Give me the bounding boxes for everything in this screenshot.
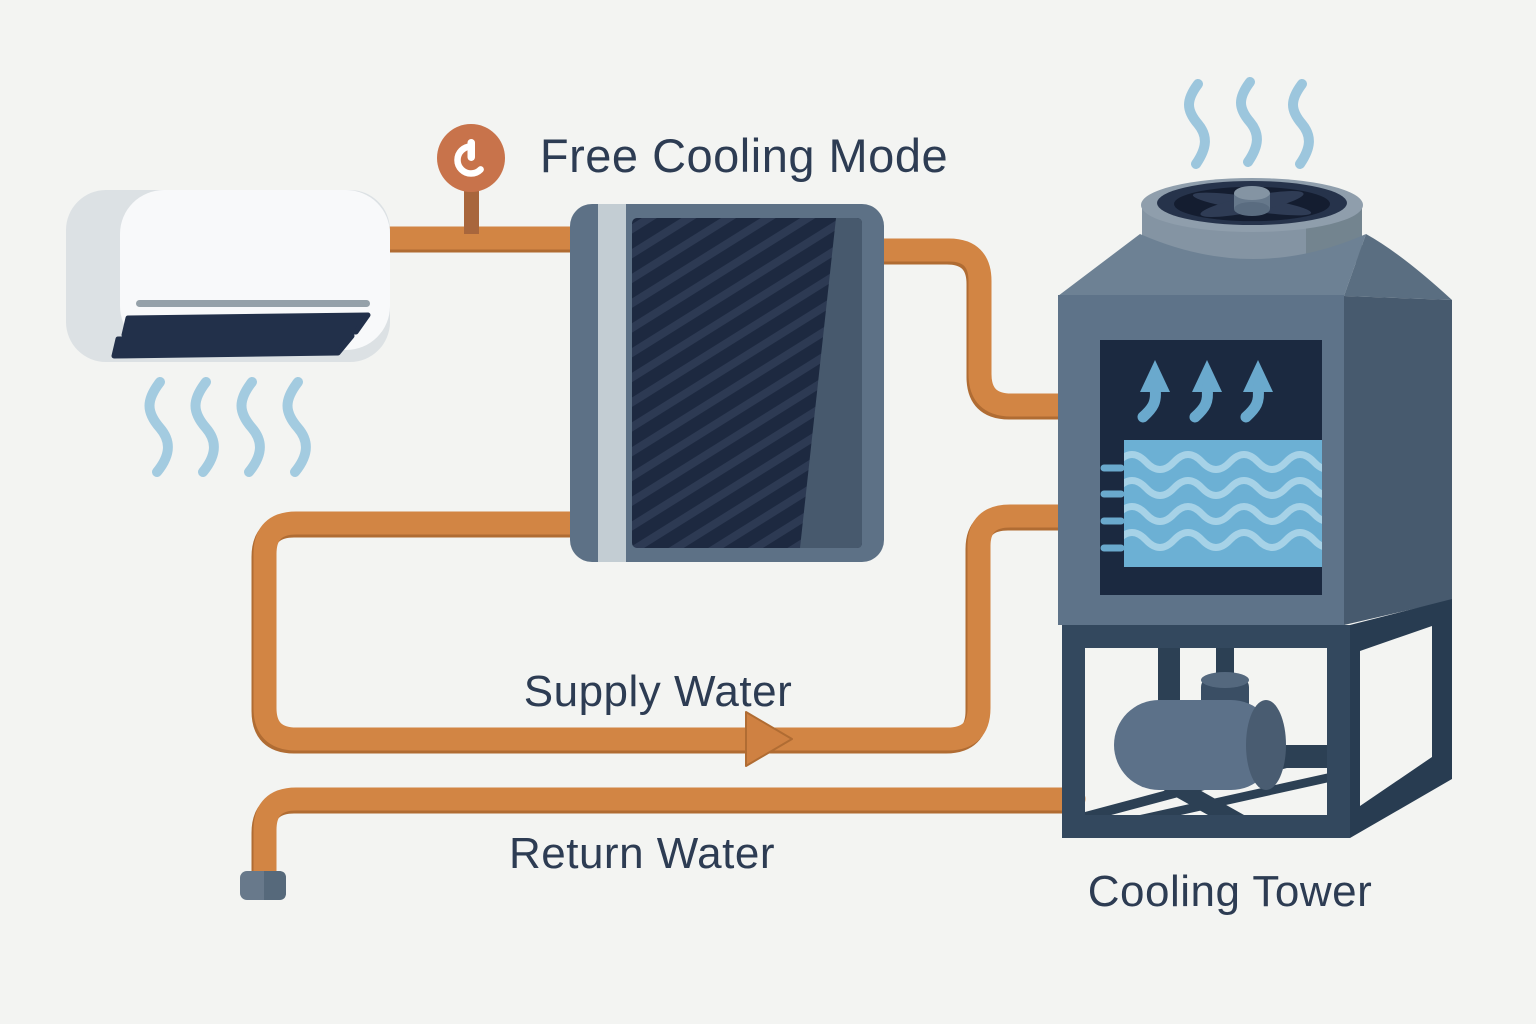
base-rail (1140, 772, 1334, 824)
steam-waves-icon (1184, 77, 1314, 169)
pipe-end-cap (240, 871, 286, 900)
cooling-tower (1058, 77, 1452, 838)
pump-base-strut (1160, 788, 1244, 815)
tower-shoulder-side (1344, 234, 1452, 300)
pipe-ac-to-exchanger (372, 226, 616, 253)
heat-exchanger (570, 204, 884, 562)
exchanger-plates (632, 218, 862, 548)
ac-body-face (120, 190, 390, 350)
power-button (437, 124, 505, 234)
pump-support-post (1158, 645, 1180, 712)
exchanger-shine-wedge (800, 218, 862, 548)
supply-water-label: Supply Water (524, 667, 792, 716)
ac-louver-bottom (111, 333, 355, 359)
pipe-exchanger-to-tower (862, 238, 1080, 420)
ac-louver-top (121, 312, 371, 338)
fan-icon (1174, 186, 1330, 222)
tower-body-side (1344, 296, 1452, 625)
return-water-label: Return Water (509, 829, 775, 878)
cool-air-waves-icon (144, 377, 311, 477)
ac-trim-line (136, 300, 370, 307)
spray-ticks (1100, 464, 1125, 552)
power-button-stem (464, 186, 479, 234)
power-icon (454, 139, 488, 177)
pipe-return-water (251, 787, 1086, 888)
tower-frame-front (1062, 625, 1350, 838)
tower-frame-side (1350, 599, 1452, 838)
tower-shoulder-front (1058, 234, 1366, 296)
pump-icon (1114, 672, 1286, 790)
ac-unit (66, 190, 390, 477)
up-arrows-icon (1137, 360, 1273, 423)
tower-base-internals (1085, 645, 1334, 824)
title: Free Cooling Mode (540, 129, 948, 182)
cooling-tower-label: Cooling Tower (1088, 867, 1373, 916)
pipe-supply-water (251, 504, 1080, 754)
piping (240, 226, 1086, 900)
exchanger-gasket-band (598, 204, 626, 562)
water-waves-icon (1124, 451, 1322, 551)
flow-arrow-icon (745, 711, 793, 767)
